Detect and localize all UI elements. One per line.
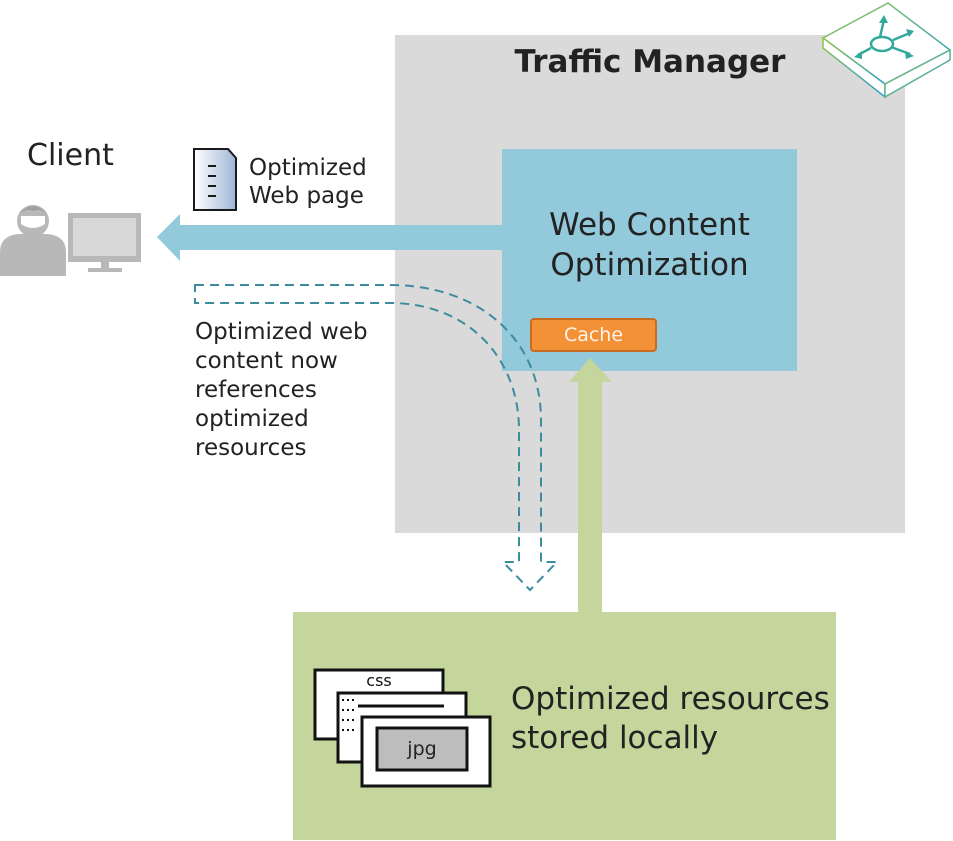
content-note: Optimized web content now references optimi… <box>195 318 395 463</box>
cache-badge: Cache <box>530 318 657 352</box>
resource-files-icon <box>313 668 492 788</box>
dashed-arrow <box>194 284 560 592</box>
optimized-page-label-line-1: Optimized <box>249 155 367 181</box>
web-content-optimization-title: Web Content Optimization <box>502 205 797 285</box>
jpg-file-label: jpg <box>407 738 437 760</box>
cache-arrow <box>569 358 612 612</box>
optimized-page-label: Optimized Web page <box>249 154 409 210</box>
css-file-label: css <box>366 671 392 690</box>
user-icon <box>0 205 66 276</box>
content-note-line: references <box>195 377 317 403</box>
content-note-line: resources <box>195 435 307 461</box>
resources-label: Optimized resources stored locally <box>511 680 831 758</box>
optimized-page-label-line-2: Web page <box>249 183 364 209</box>
content-note-line: Optimized web <box>195 319 368 345</box>
traffic-manager-title: Traffic Manager <box>514 44 786 80</box>
wco-title-line-1: Web Content <box>549 207 750 243</box>
content-note-line: content now <box>195 348 338 374</box>
resources-label-line-2: stored locally <box>511 720 719 756</box>
client-arrow <box>157 214 502 261</box>
monitor-icon <box>68 213 141 272</box>
content-note-line: optimized <box>195 406 309 432</box>
wco-title-line-2: Optimization <box>550 247 749 283</box>
resources-label-line-1: Optimized resources <box>511 681 830 717</box>
document-icon <box>193 148 237 211</box>
client-label: Client <box>27 138 114 173</box>
router-icon <box>821 2 952 99</box>
